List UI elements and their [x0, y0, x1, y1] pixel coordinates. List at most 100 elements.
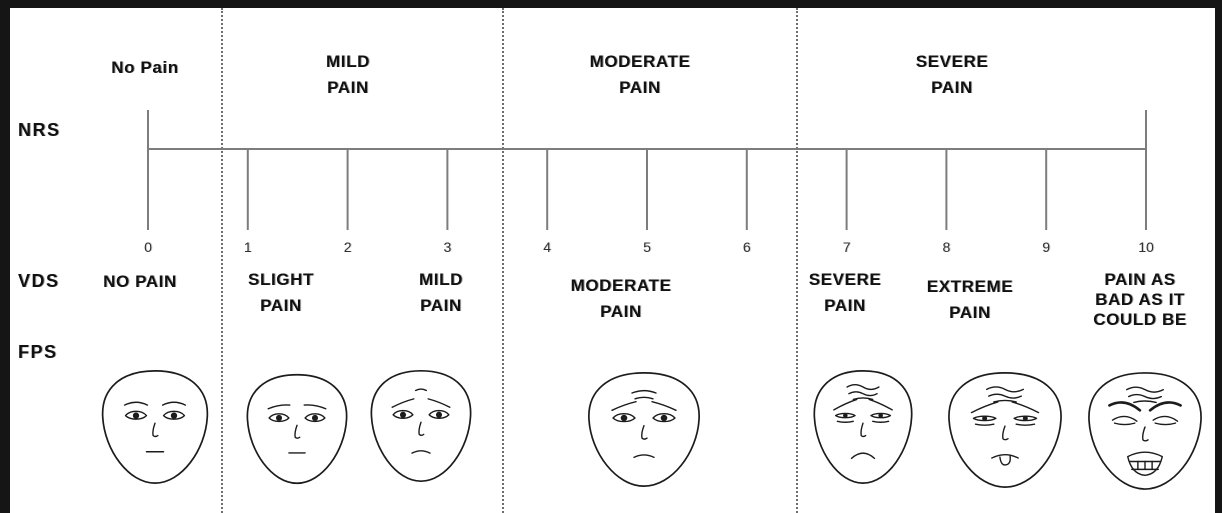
section-header-line: PAIN: [326, 75, 370, 101]
vds-label-line: NO PAIN: [103, 269, 177, 295]
vds-label-line: BAD AS IT: [1093, 290, 1187, 310]
right-eye: [429, 411, 449, 419]
right-eyebrow: [1150, 402, 1181, 410]
vds-label-line: COULD BE: [1093, 310, 1187, 330]
face-outline: [589, 373, 699, 486]
forehead-wrinkle: [847, 385, 879, 390]
vds-label-slight-pain: SLIGHT PAIN: [248, 267, 314, 319]
nrs-tick-label: 9: [1042, 239, 1050, 255]
nrs-tick-label: 3: [443, 239, 451, 255]
right-eyebrow: [304, 405, 326, 409]
left-eyebrow: [392, 399, 414, 407]
nrs-tick-label: 2: [344, 239, 352, 255]
left-eye: [1112, 416, 1136, 424]
left-eye: [126, 411, 147, 419]
left-eye: [613, 414, 635, 422]
worst-pain-face-icon: [1084, 370, 1206, 492]
vds-label-worst-pain: PAIN AS BAD AS IT COULD BE: [1093, 270, 1187, 330]
section-header-no-pain: No Pain: [111, 55, 179, 81]
divider-mild-moderate: [502, 8, 504, 513]
nose: [1003, 426, 1008, 440]
face-drawing: [98, 368, 212, 486]
divider-no-pain-mild: [221, 8, 223, 513]
right-eyebrow: [869, 399, 892, 409]
nrs-tick-label: 4: [543, 239, 551, 255]
forehead-wrinkle: [632, 391, 656, 393]
section-header-line: SEVERE: [916, 49, 989, 75]
face-drawing: [584, 370, 704, 489]
vds-label-line: PAIN: [419, 293, 463, 319]
left-eye: [269, 414, 289, 422]
nose: [295, 425, 300, 438]
right-eye: [653, 414, 675, 422]
vds-label-no-pain: NO PAIN: [103, 269, 177, 295]
frame-left-border: [0, 0, 10, 513]
left-eye: [836, 413, 855, 422]
slight-pain-face-icon: [243, 372, 351, 486]
vds-label-line: SLIGHT: [248, 267, 314, 293]
left-eyebrow: [1109, 402, 1140, 410]
forehead-wrinkle: [849, 392, 877, 396]
vds-label-line: MILD: [419, 267, 463, 293]
right-eye: [164, 411, 185, 419]
mouth: [412, 451, 430, 453]
right-eye: [1014, 416, 1036, 425]
nrs-tick-label: 0: [144, 239, 152, 255]
section-header-moderate-pain: MODERATE PAIN: [590, 49, 691, 101]
right-eyebrow: [1012, 402, 1038, 413]
vds-label-line: PAIN AS: [1093, 270, 1187, 290]
face-outline: [371, 371, 470, 481]
vds-label-line: PAIN: [927, 300, 1013, 326]
moderate-pain-face-icon: [584, 370, 704, 489]
section-header-line: MODERATE: [590, 49, 691, 75]
mild-pain-face-icon: [367, 368, 475, 484]
forehead-wrinkle: [1134, 401, 1156, 402]
vds-label-mild-pain: MILD PAIN: [419, 267, 463, 319]
left-eyebrow: [834, 399, 857, 409]
section-header-mild-pain: MILD PAIN: [326, 49, 370, 101]
nose: [642, 426, 647, 439]
face-outline: [103, 371, 208, 483]
face-drawing: [243, 372, 351, 486]
face-drawing: [810, 368, 916, 486]
vds-row-label: VDS: [18, 271, 60, 291]
mouth: [1128, 452, 1163, 475]
forehead-wrinkle: [1129, 395, 1162, 399]
right-eye: [1153, 416, 1177, 424]
extreme-pain-face-icon: [944, 370, 1066, 490]
section-header-line: MILD: [326, 49, 370, 75]
nrs-row-label: NRS: [18, 120, 61, 140]
forehead-wrinkle: [635, 397, 653, 398]
vds-label-line: MODERATE: [571, 273, 672, 299]
forehead-wrinkle: [989, 394, 1022, 398]
vds-label-line: SEVERE: [809, 267, 882, 293]
no-pain-face-icon: [98, 368, 212, 486]
right-eyebrow: [163, 402, 186, 405]
section-header-severe-pain: SEVERE PAIN: [916, 49, 989, 101]
vds-label-moderate-pain: MODERATE PAIN: [571, 273, 672, 325]
frame-top-border: [0, 0, 1222, 8]
forehead-wrinkle: [1127, 387, 1164, 392]
left-eyebrow: [125, 402, 148, 405]
face-drawing: [1084, 370, 1206, 492]
nrs-tick-label: 8: [942, 239, 950, 255]
nrs-tick-label: 6: [743, 239, 751, 255]
forehead-wrinkle: [416, 389, 427, 390]
frame-right-border: [1215, 0, 1222, 513]
vds-label-line: PAIN: [809, 293, 882, 319]
face-drawing: [944, 370, 1066, 490]
left-eyebrow: [971, 402, 997, 413]
mouth: [992, 455, 1018, 465]
nrs-tick-label: 10: [1138, 239, 1154, 255]
vds-label-extreme-pain: EXTREME PAIN: [927, 274, 1013, 326]
vds-label-line: EXTREME: [927, 274, 1013, 300]
right-eye: [871, 413, 890, 422]
severe-pain-face-icon: [810, 368, 916, 486]
face-outline: [247, 375, 346, 483]
fps-row-label: FPS: [18, 342, 58, 362]
section-header-line: PAIN: [590, 75, 691, 101]
mouth: [852, 453, 875, 458]
section-header-line: No Pain: [111, 55, 179, 81]
nose: [419, 422, 424, 435]
